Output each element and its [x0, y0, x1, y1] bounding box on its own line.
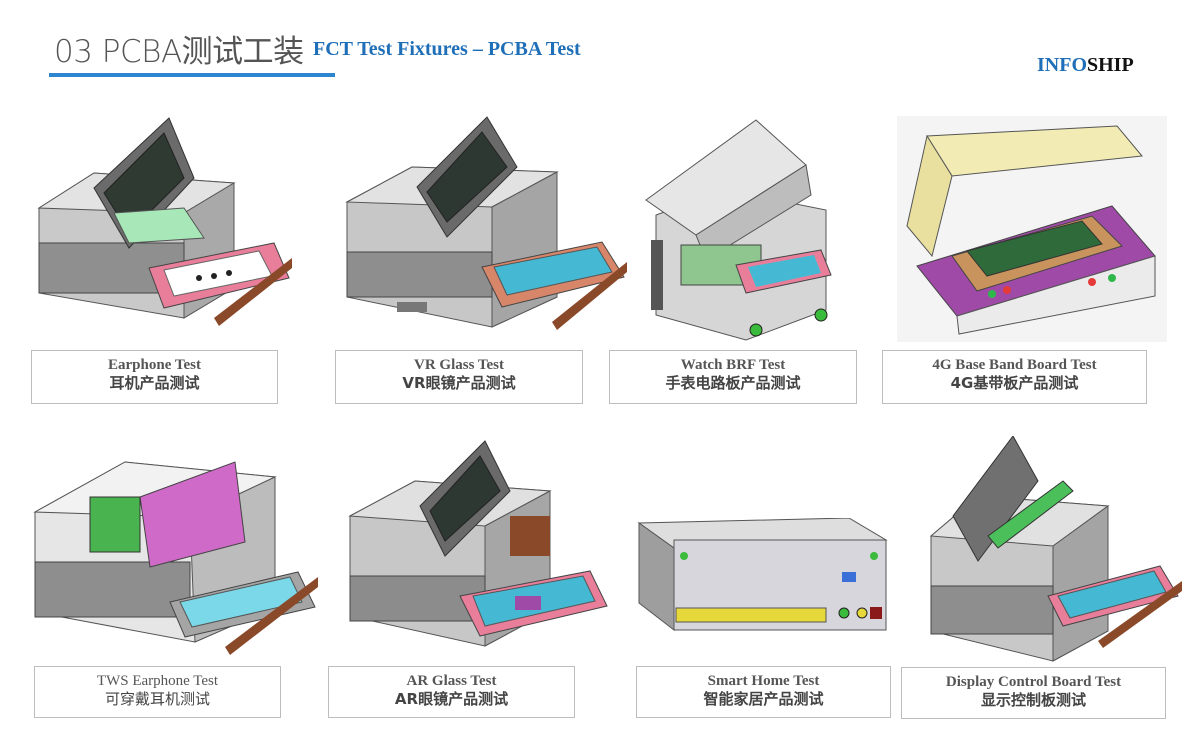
caption-english: Watch BRF Test [680, 357, 786, 373]
caption-earphone-test: Earphone Test 耳机产品测试 [31, 350, 278, 404]
caption-english: Display Control Board Test [945, 674, 1122, 690]
caption-chinese: 智能家居产品测试 [703, 690, 824, 708]
brand-logo-ship: SHIP [1087, 54, 1134, 76]
watch-brf-fixture-image [636, 115, 842, 347]
caption-english: TWS Earphone Test [96, 673, 219, 689]
vr-glass-fixture-image [342, 112, 632, 334]
caption-smart-home-test: Smart Home Test 智能家居产品测试 [636, 666, 891, 718]
display-board-fixture-image [928, 436, 1184, 664]
caption-chinese: 4G基带板产品测试 [950, 374, 1079, 392]
page-title-english: FCT Test Fixtures – PCBA Test [313, 38, 581, 60]
caption-vr-glass-test: VR Glass Test VR眼镜产品测试 [335, 350, 583, 404]
caption-4g-board-test: 4G Base Band Board Test 4G基带板产品测试 [882, 350, 1147, 404]
brand-logo: INFOSHIP [1037, 54, 1134, 77]
caption-english: AR Glass Test [406, 673, 497, 689]
ar-glass-fixture-image [345, 436, 610, 658]
page-title-number: 03 PCBA测试工装 [54, 34, 304, 70]
title-underline [49, 73, 335, 77]
caption-ar-glass-test: AR Glass Test AR眼镜产品测试 [328, 666, 575, 718]
caption-english: 4G Base Band Board Test [932, 357, 1097, 373]
4g-board-fixture-image [897, 116, 1167, 342]
caption-chinese: AR眼镜产品测试 [394, 690, 509, 708]
smart-home-fixture-image [634, 518, 890, 636]
caption-english: VR Glass Test [413, 357, 505, 373]
caption-chinese: VR眼镜产品测试 [402, 374, 516, 392]
caption-watch-brf-test: Watch BRF Test 手表电路板产品测试 [609, 350, 857, 404]
tws-earphone-fixture-image [30, 437, 320, 657]
caption-chinese: 手表电路板产品测试 [665, 374, 801, 392]
caption-display-board-test: Display Control Board Test 显示控制板测试 [901, 667, 1166, 719]
brand-logo-info: INFO [1037, 54, 1087, 76]
caption-chinese: 显示控制板测试 [980, 691, 1086, 709]
earphone-fixture-image [34, 108, 296, 333]
caption-english: Smart Home Test [707, 673, 820, 689]
caption-chinese: 可穿戴耳机测试 [104, 690, 210, 708]
caption-tws-earphone-test: TWS Earphone Test 可穿戴耳机测试 [34, 666, 281, 718]
caption-chinese: 耳机产品测试 [109, 374, 200, 392]
caption-english: Earphone Test [108, 357, 201, 373]
